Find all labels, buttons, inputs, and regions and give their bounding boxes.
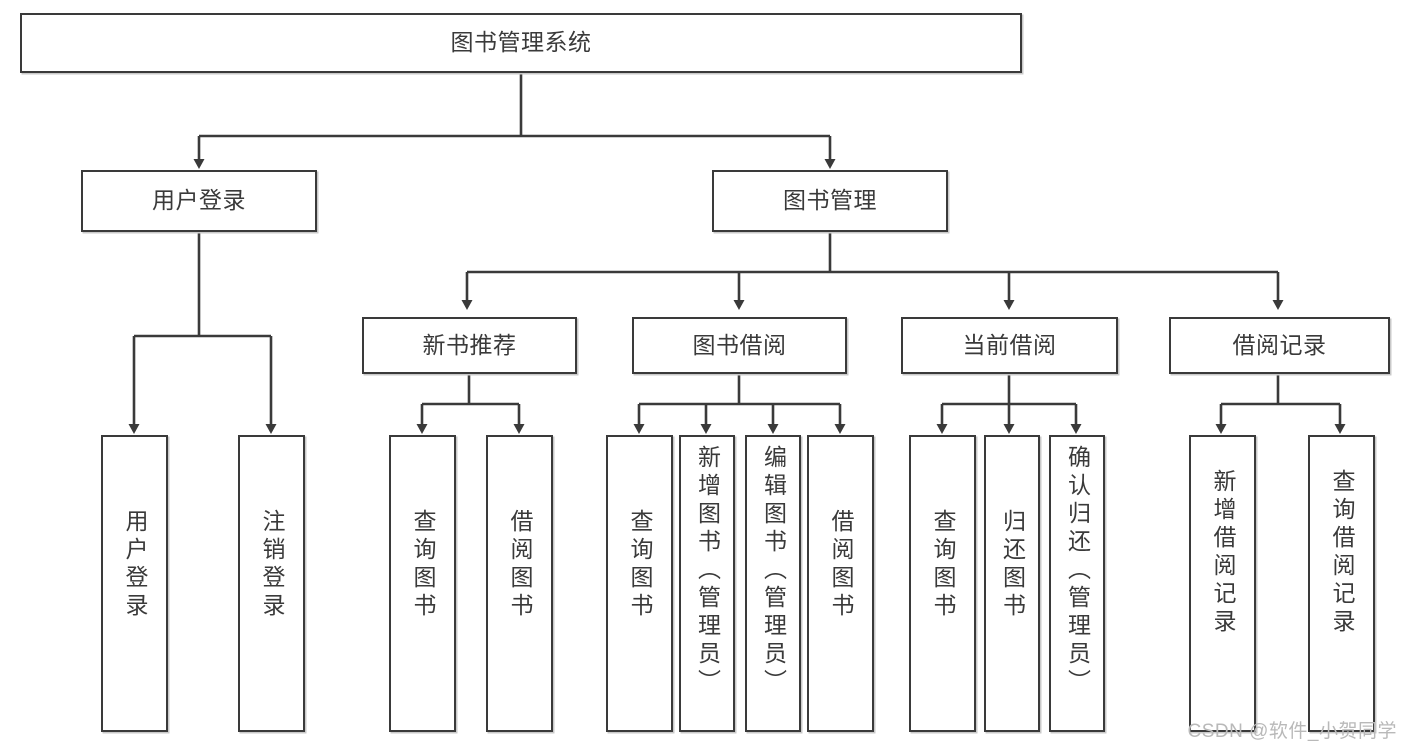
node-label: 确认归还（管理员） bbox=[1064, 445, 1091, 697]
leaf-borrow-book-recommend[interactable]: 借阅图书 bbox=[486, 435, 553, 732]
node-label: 编辑图书（管理员） bbox=[760, 445, 787, 697]
node-label: 新增图书（管理员） bbox=[694, 445, 721, 697]
node-label: 图书借阅 bbox=[692, 331, 787, 358]
node-book-borrow[interactable]: 图书借阅 bbox=[632, 317, 847, 374]
node-label: 借阅图书 bbox=[507, 509, 533, 621]
leaf-edit-book-admin[interactable]: 编辑图书（管理员） bbox=[745, 435, 801, 732]
node-borrow-record[interactable]: 借阅记录 bbox=[1169, 317, 1390, 374]
leaf-return-book[interactable]: 归还图书 bbox=[984, 435, 1040, 732]
watermark-text: CSDN @软件_小贺同学 bbox=[1187, 721, 1397, 742]
node-label: 新书推荐 bbox=[422, 331, 517, 358]
node-new-book-recommend[interactable]: 新书推荐 bbox=[362, 317, 577, 374]
leaf-confirm-return-admin[interactable]: 确认归还（管理员） bbox=[1049, 435, 1105, 732]
node-book-management[interactable]: 图书管理 bbox=[712, 170, 948, 232]
node-label: 查询图书 bbox=[410, 509, 436, 621]
leaf-borrow-book[interactable]: 借阅图书 bbox=[807, 435, 874, 732]
leaf-query-book-borrow[interactable]: 查询图书 bbox=[606, 435, 673, 732]
node-label: 借阅记录 bbox=[1232, 331, 1327, 358]
node-label: 图书管理系统 bbox=[450, 29, 592, 56]
node-label: 用户登录 bbox=[122, 509, 148, 621]
leaf-query-book-current[interactable]: 查询图书 bbox=[909, 435, 976, 732]
leaf-logout[interactable]: 注销登录 bbox=[238, 435, 305, 732]
node-root-system[interactable]: 图书管理系统 bbox=[20, 13, 1022, 73]
node-label: 查询图书 bbox=[627, 509, 653, 621]
node-label: 图书管理 bbox=[783, 187, 877, 214]
node-user-login[interactable]: 用户登录 bbox=[81, 170, 317, 232]
node-label: 当前借阅 bbox=[962, 331, 1057, 358]
node-current-borrow[interactable]: 当前借阅 bbox=[901, 317, 1118, 374]
node-label: 查询借阅记录 bbox=[1329, 469, 1355, 637]
leaf-add-borrow-record[interactable]: 新增借阅记录 bbox=[1189, 435, 1256, 732]
leaf-user-login[interactable]: 用户登录 bbox=[101, 435, 168, 732]
node-label: 新增借阅记录 bbox=[1210, 469, 1236, 637]
leaf-query-book-recommend[interactable]: 查询图书 bbox=[389, 435, 456, 732]
node-label: 注销登录 bbox=[259, 509, 285, 621]
node-label: 用户登录 bbox=[152, 187, 246, 214]
node-label: 查询图书 bbox=[930, 509, 956, 621]
leaf-add-book-admin[interactable]: 新增图书（管理员） bbox=[679, 435, 735, 732]
node-label: 借阅图书 bbox=[828, 509, 854, 621]
leaf-query-borrow-record[interactable]: 查询借阅记录 bbox=[1308, 435, 1375, 732]
node-label: 归还图书 bbox=[999, 509, 1026, 621]
